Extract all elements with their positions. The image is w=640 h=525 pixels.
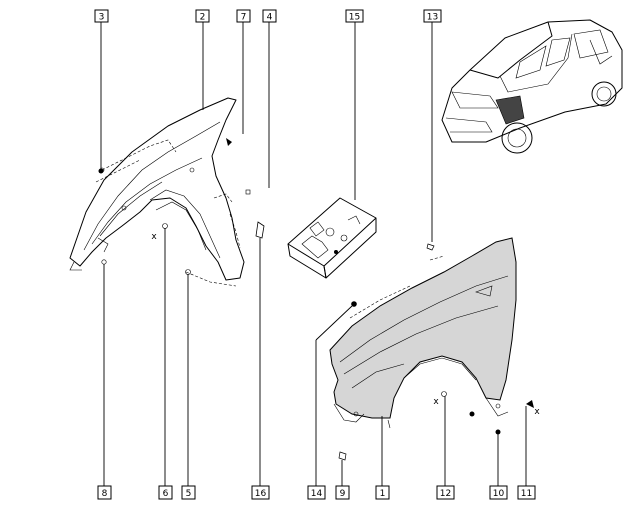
clip-kit-box-illustration — [287, 197, 377, 279]
clip-8-icon — [101, 259, 107, 265]
bracket-16-icon — [255, 221, 265, 239]
svg-text:12: 12 — [440, 489, 451, 499]
callout-10: 10 — [489, 485, 508, 500]
wheel-arch-liner-illustration — [69, 97, 245, 287]
callout-12: 12 — [436, 485, 455, 500]
svg-text:5: 5 — [186, 489, 192, 499]
callout-7: 7 — [236, 9, 251, 23]
callout-6: 6 — [158, 485, 173, 500]
callout-8: 8 — [97, 485, 112, 500]
clip-13-icon — [426, 243, 435, 251]
callout-4: 4 — [262, 9, 277, 23]
callout-labels: 3 2 7 4 15 13 8 6 5 16 14 9 1 12 10 11 — [94, 9, 536, 500]
nut-9-icon — [338, 451, 347, 461]
clip-14-icon — [351, 301, 357, 307]
screw-10a-icon — [469, 411, 475, 417]
svg-text:2: 2 — [200, 13, 206, 23]
svg-text:6: 6 — [163, 489, 169, 499]
callout-13: 13 — [423, 9, 442, 23]
svg-text:16: 16 — [255, 489, 267, 499]
screw-7-icon — [226, 138, 232, 146]
callout-3: 3 — [94, 9, 109, 23]
callout-1: 1 — [375, 485, 390, 500]
svg-text:8: 8 — [102, 489, 108, 499]
clip-4-icon — [245, 189, 251, 195]
x-marker: x — [151, 232, 157, 242]
svg-text:7: 7 — [241, 13, 247, 23]
fastener-parts-right — [338, 243, 534, 461]
svg-text:9: 9 — [340, 489, 346, 499]
svg-text:13: 13 — [427, 13, 438, 23]
svg-text:3: 3 — [99, 13, 105, 23]
callout-5: 5 — [181, 485, 196, 500]
screw-12-icon — [441, 391, 447, 397]
screw-11-icon — [526, 400, 534, 408]
clip-3-icon — [98, 168, 104, 174]
fastener-parts — [98, 138, 265, 275]
leader-lines — [100, 22, 527, 486]
svg-text:10: 10 — [493, 489, 505, 499]
callout-2: 2 — [195, 9, 210, 23]
svg-text:11: 11 — [521, 489, 532, 499]
x-marker: x — [433, 397, 439, 407]
callout-9: 9 — [335, 485, 350, 500]
x-marker: x — [534, 407, 540, 417]
callout-11: 11 — [517, 485, 536, 500]
callout-14: 14 — [307, 485, 326, 500]
svg-text:15: 15 — [349, 13, 360, 23]
screw-10b-icon — [495, 429, 501, 435]
car-thumbnail-illustration — [441, 19, 623, 154]
front-fender-illustration — [329, 237, 517, 429]
callout-16: 16 — [251, 485, 270, 500]
svg-text:4: 4 — [267, 13, 273, 23]
screw-6-icon — [162, 223, 168, 229]
svg-text:14: 14 — [311, 489, 323, 499]
svg-text:1: 1 — [380, 489, 386, 499]
callout-15: 15 — [345, 9, 364, 23]
